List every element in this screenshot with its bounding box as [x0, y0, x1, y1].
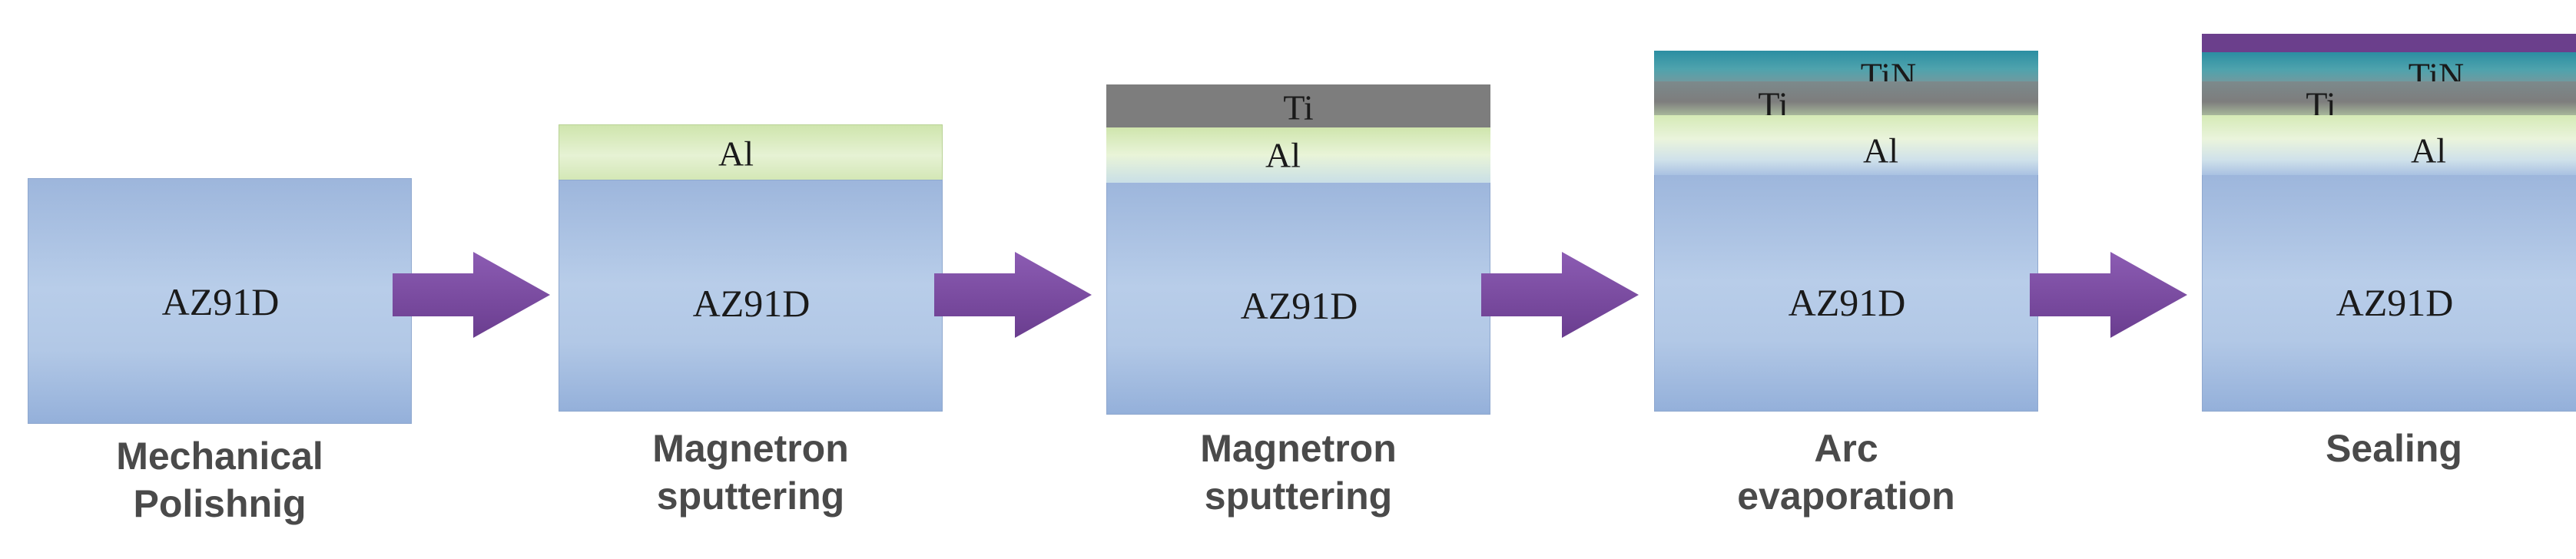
titanium-nitride-layer: TiN: [2202, 52, 2576, 95]
process-arrow-icon: [2030, 252, 2187, 338]
substrate-block: AZ91D: [1654, 175, 2038, 412]
aluminum-label: Al: [1265, 135, 1301, 175]
step-4-arc-evaporation: TiN Ti Al AZ91D Arc evaporation: [1654, 0, 2038, 559]
aluminum-layer: Al: [559, 124, 943, 181]
titanium-layer: Ti: [2202, 81, 2576, 124]
substrate-block: AZ91D: [28, 178, 412, 424]
aluminum-layer: Al: [2202, 115, 2576, 175]
step-2-magnetron-sputtering: Al AZ91D Magnetron sputtering: [559, 0, 943, 559]
substrate-label: AZ91D: [1240, 284, 1358, 327]
caption-line-2: Polishnig: [133, 482, 307, 525]
step-caption: Magnetron sputtering: [1106, 425, 1490, 520]
step-1-mechanical-polishing: AZ91D Mechanical Polishnig: [28, 0, 412, 559]
caption-line-2: evaporation: [1737, 475, 1955, 518]
substrate-label: AZ91D: [692, 282, 811, 325]
step-3-magnetron-sputtering: Ti Al AZ91D Magnetron sputtering: [1106, 0, 1490, 559]
titanium-label: Ti: [1283, 88, 1314, 127]
step-caption: Sealing: [2202, 425, 2576, 472]
step-caption: Magnetron sputtering: [559, 425, 943, 520]
process-arrow-icon: [393, 252, 550, 338]
caption-line-2: sputtering: [656, 475, 845, 518]
aluminum-label: Al: [2411, 131, 2446, 170]
caption-line-1: Magnetron: [652, 427, 849, 470]
substrate-label: AZ91D: [1788, 281, 1906, 324]
substrate-label: AZ91D: [161, 280, 280, 323]
process-arrow-icon: [1481, 252, 1639, 338]
caption-line-2: sputtering: [1204, 475, 1393, 518]
process-arrow-icon: [934, 252, 1092, 338]
caption-line-1: Arc: [1814, 427, 1878, 470]
step-caption: Mechanical Polishnig: [28, 432, 412, 528]
aluminum-layer: Al: [1654, 115, 2038, 175]
substrate-block: AZ91D: [559, 180, 943, 412]
caption-line-1: Magnetron: [1200, 427, 1397, 470]
titanium-layer: Ti: [1654, 81, 2038, 124]
step-5-sealing: TiN Ti Al AZ91D Sealing: [2202, 0, 2576, 559]
aluminum-label: Al: [1863, 131, 1898, 170]
substrate-block: AZ91D: [1106, 183, 1490, 415]
caption-line-1: Sealing: [2326, 427, 2462, 470]
caption-line-1: Mechanical: [116, 435, 323, 478]
sealant-layer: [2202, 34, 2576, 52]
titanium-nitride-layer: TiN: [1654, 51, 2038, 95]
step-caption: Arc evaporation: [1654, 425, 2038, 520]
titanium-layer: Ti: [1106, 84, 1490, 127]
substrate-label: AZ91D: [2336, 281, 2454, 324]
aluminum-layer: Al: [1106, 127, 1490, 183]
aluminum-label: Al: [718, 134, 754, 174]
substrate-block: AZ91D: [2202, 175, 2576, 412]
